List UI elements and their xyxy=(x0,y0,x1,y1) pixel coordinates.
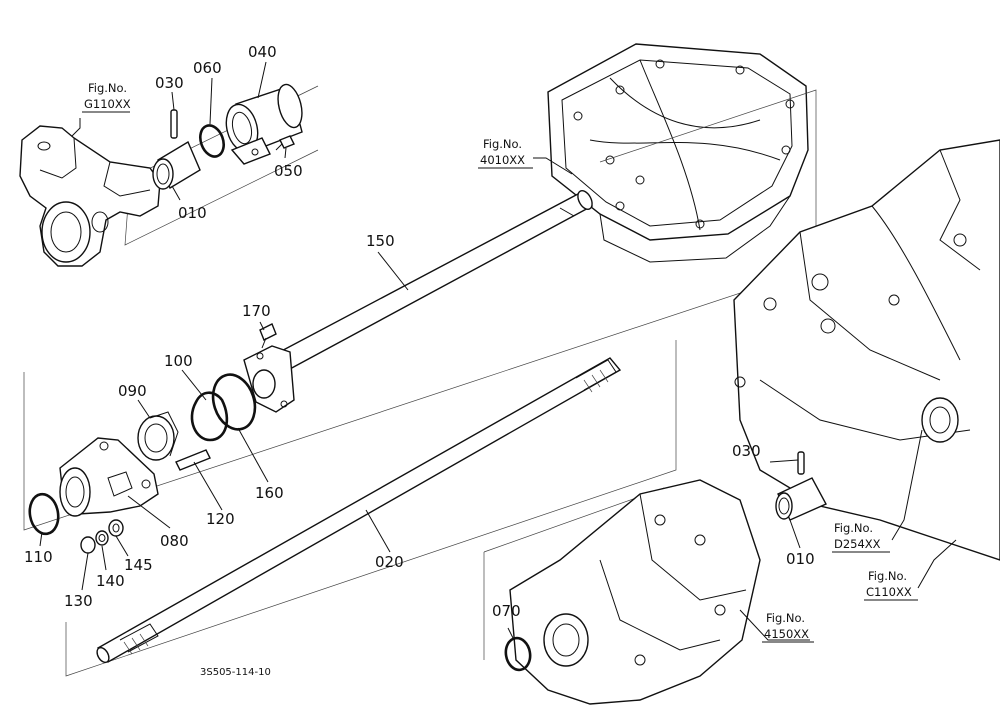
shaft-frame xyxy=(65,340,677,677)
bearing-090 xyxy=(137,411,179,461)
bushing-010-right xyxy=(775,477,827,521)
label-030-right: 030 xyxy=(732,442,761,460)
sleeve-040 xyxy=(225,83,303,165)
housing-080 xyxy=(59,437,159,517)
bracket-casting xyxy=(19,125,161,267)
bushing-010 xyxy=(152,140,201,190)
fig-ref-c110-line1: Fig.No. xyxy=(868,569,907,583)
fig-ref-d254-line2: D254XX xyxy=(834,537,881,551)
part-labels: 040 060 030 050 010 150 170 100 090 160 … xyxy=(24,43,815,620)
label-060: 060 xyxy=(193,59,222,77)
label-010-right: 010 xyxy=(786,550,815,568)
top-left-assembly xyxy=(19,83,319,267)
fig-ref-c110-line2: C110XX xyxy=(866,585,912,599)
fig-ref-4150-line2: 4150XX xyxy=(764,627,809,641)
drawing-reference-code: 3S505-114-10 xyxy=(200,667,271,678)
label-130: 130 xyxy=(64,592,93,610)
nut-washer-set xyxy=(80,519,124,554)
o-ring-110 xyxy=(28,492,60,536)
label-110: 110 xyxy=(24,548,53,566)
o-ring-060 xyxy=(199,124,225,158)
pipe-flange xyxy=(243,345,295,413)
fig-ref-4010-line2: 4010XX xyxy=(480,153,525,167)
fig-ref-g110-line2: G110XX xyxy=(84,97,131,111)
leader-lines xyxy=(39,61,957,641)
pipe-150 xyxy=(270,190,594,371)
label-170: 170 xyxy=(242,302,271,320)
label-050: 050 xyxy=(274,162,303,180)
label-030-top: 030 xyxy=(155,74,184,92)
label-090: 090 xyxy=(118,382,147,400)
rear-axle-case-4150 xyxy=(509,479,761,705)
shaft-020 xyxy=(96,357,622,664)
figure-references: Fig.No. G110XX Fig.No. 4010XX Fig.No. D2… xyxy=(82,81,918,643)
fig-ref-g110-line1: Fig.No. xyxy=(88,81,127,95)
label-140: 140 xyxy=(96,572,125,590)
fig-ref-d254-line1: Fig.No. xyxy=(834,521,873,535)
label-160: 160 xyxy=(255,484,284,502)
label-070: 070 xyxy=(492,602,521,620)
label-040: 040 xyxy=(248,43,277,61)
label-010-top: 010 xyxy=(178,204,207,222)
label-120: 120 xyxy=(206,510,235,528)
o-ring-160 xyxy=(211,373,257,431)
label-100: 100 xyxy=(164,352,193,370)
fig-ref-4010-line1: Fig.No. xyxy=(483,137,522,151)
o-ring-070 xyxy=(504,636,532,672)
pin-030-right xyxy=(797,451,805,475)
stud-120 xyxy=(175,449,211,471)
fig-ref-4150-line1: Fig.No. xyxy=(766,611,805,625)
label-145: 145 xyxy=(124,556,153,574)
label-080: 080 xyxy=(160,532,189,550)
label-020: 020 xyxy=(375,553,404,571)
hydraulic-housing-4010 xyxy=(547,43,809,263)
label-150: 150 xyxy=(366,232,395,250)
bolt-050 xyxy=(275,135,295,151)
bolt-170 xyxy=(259,323,277,349)
snap-ring-100 xyxy=(190,391,229,442)
pin-030 xyxy=(170,109,178,139)
